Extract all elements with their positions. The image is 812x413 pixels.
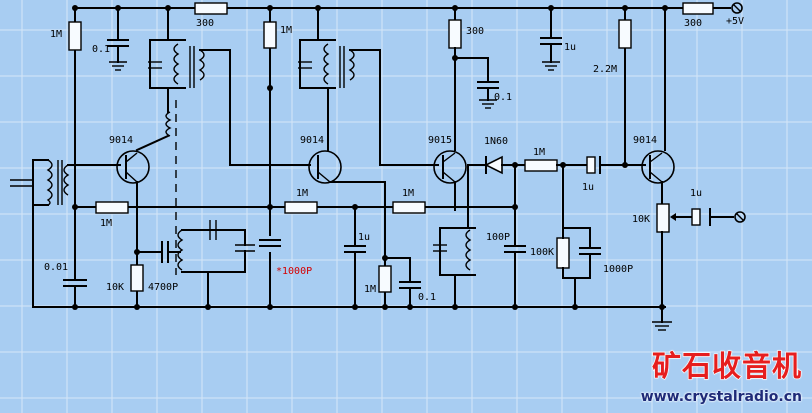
transistor-q4: 9014 bbox=[633, 7, 675, 205]
svg-text:1M: 1M bbox=[50, 29, 62, 40]
capacitor-c3: 4700P bbox=[136, 241, 181, 293]
svg-text:1M: 1M bbox=[364, 284, 376, 295]
site-watermark: 矿石收音机 www.crystalradio.cn bbox=[641, 343, 802, 405]
svg-text:4700P: 4700P bbox=[148, 282, 178, 293]
svg-text:1M: 1M bbox=[100, 218, 112, 229]
svg-text:2.2M: 2.2M bbox=[593, 64, 617, 75]
svg-text:+5V: +5V bbox=[726, 16, 744, 27]
svg-text:300: 300 bbox=[466, 26, 484, 37]
svg-text:100K: 100K bbox=[530, 247, 554, 258]
svg-text:1u: 1u bbox=[564, 42, 576, 53]
svg-text:1N60: 1N60 bbox=[484, 136, 508, 147]
transistor-q2: 9014 bbox=[298, 7, 439, 308]
capacitor-c2: 0.01 bbox=[44, 206, 87, 308]
detector-tank bbox=[433, 164, 476, 308]
svg-text:1M: 1M bbox=[402, 188, 414, 199]
svg-text:1000P: 1000P bbox=[603, 264, 633, 275]
svg-text:100P: 100P bbox=[486, 232, 510, 243]
svg-text:*1000P: *1000P bbox=[276, 266, 312, 277]
capacitor-c5: 1u bbox=[344, 206, 370, 308]
svg-text:0.01: 0.01 bbox=[44, 262, 68, 273]
resistor-r10: 100K bbox=[530, 164, 591, 308]
svg-text:1u: 1u bbox=[690, 188, 702, 199]
resistor-r12: 300 +5V bbox=[682, 2, 744, 29]
svg-text:0.1: 0.1 bbox=[494, 92, 512, 103]
svg-text:9015: 9015 bbox=[428, 135, 452, 146]
if-transformer-1 bbox=[135, 7, 311, 275]
resistor-r11: 2.2M bbox=[593, 7, 632, 166]
resistor-r2: 300 bbox=[194, 2, 228, 29]
svg-text:0.1: 0.1 bbox=[92, 44, 110, 55]
capacitor-c6: 0.1 bbox=[384, 257, 436, 308]
svg-text:1u: 1u bbox=[582, 182, 594, 193]
svg-text:1u: 1u bbox=[358, 232, 370, 243]
resistor-r4: 10K bbox=[106, 264, 144, 293]
resistor-r8: 1M bbox=[392, 188, 426, 214]
svg-text:10K: 10K bbox=[632, 214, 650, 225]
junctions bbox=[72, 5, 668, 310]
capacitor-c10: 1000P bbox=[579, 227, 633, 279]
potentiometer-vr1: 10K bbox=[632, 203, 693, 308]
capacitor-c1: 0.1 bbox=[92, 7, 129, 71]
supply-rail bbox=[74, 2, 743, 14]
brand-title: 矿石收音机 bbox=[651, 348, 802, 383]
capacitor-c11: 1u bbox=[540, 7, 576, 71]
resistor-r6: 1M bbox=[284, 188, 318, 214]
svg-text:300: 300 bbox=[196, 18, 214, 29]
brand-url: www.crystalradio.cn bbox=[640, 389, 802, 405]
svg-text:1M: 1M bbox=[296, 188, 308, 199]
capacitor-c4: *1000P bbox=[259, 236, 312, 277]
svg-text:1M: 1M bbox=[533, 147, 545, 158]
resistor-r5: 1M bbox=[263, 7, 292, 308]
resistor-r7: 1M bbox=[364, 265, 392, 295]
svg-text:9014: 9014 bbox=[109, 135, 133, 146]
trap-tank bbox=[177, 220, 255, 308]
svg-text:0.1: 0.1 bbox=[418, 292, 436, 303]
input-tank bbox=[10, 159, 121, 308]
capacitor-c12: 1u bbox=[690, 188, 746, 226]
svg-text:300: 300 bbox=[684, 18, 702, 29]
transistor-q3: 9015 300 0.1 bbox=[428, 7, 512, 211]
svg-text:1M: 1M bbox=[280, 25, 292, 36]
svg-text:9014: 9014 bbox=[633, 135, 657, 146]
resistor-r1: 1M bbox=[50, 7, 82, 208]
svg-text:10K: 10K bbox=[106, 282, 124, 293]
svg-text:9014: 9014 bbox=[300, 135, 324, 146]
